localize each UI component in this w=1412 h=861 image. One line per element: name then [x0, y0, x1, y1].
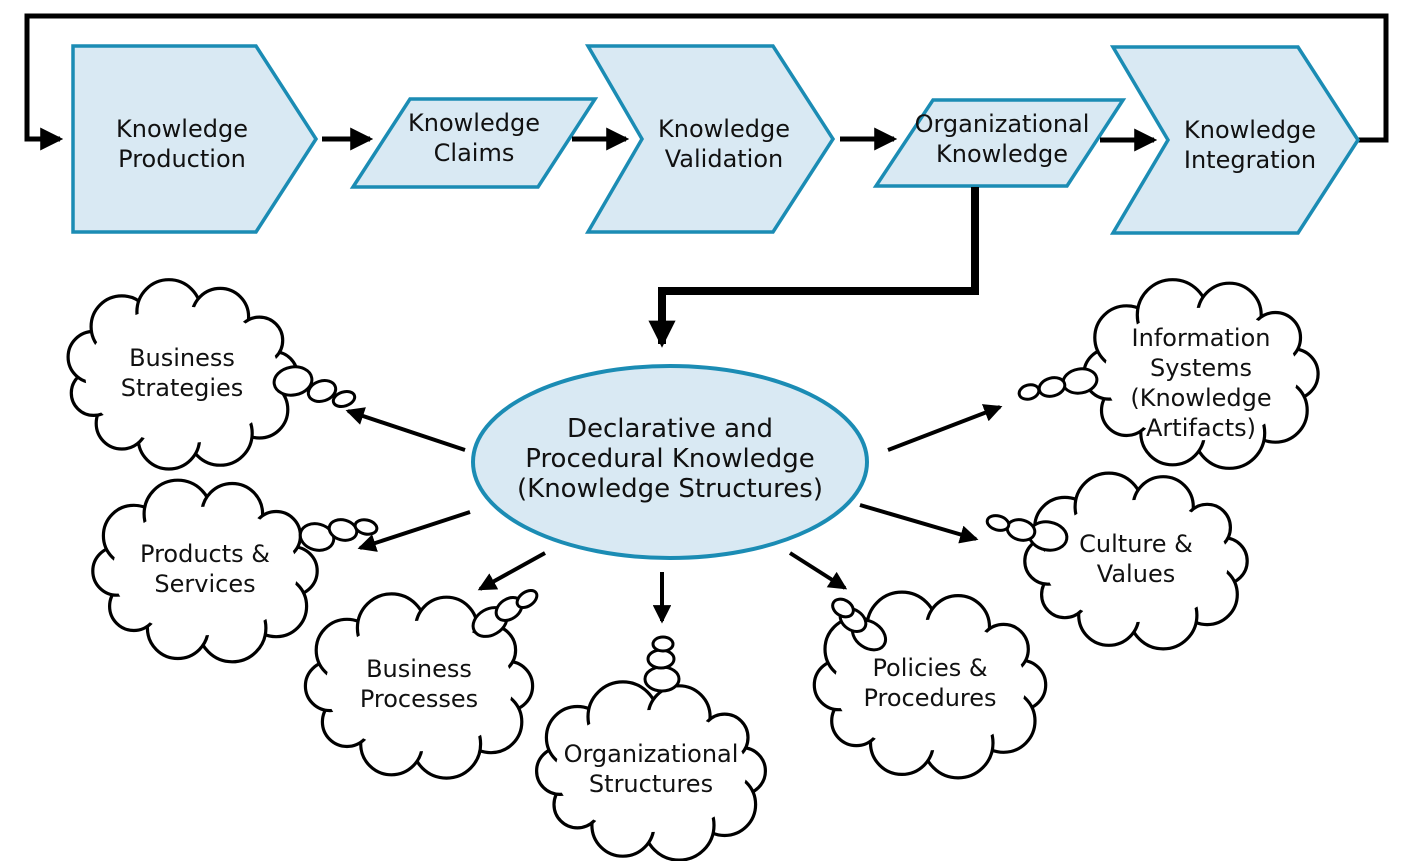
flow-step-knowledge-production: Knowledge Production	[71, 44, 319, 234]
arrow-to-products-services	[357, 510, 471, 552]
thought-bubble-trail-policies-procedures	[831, 597, 888, 652]
cloud-label-line: Artifacts)	[1146, 414, 1256, 442]
cloud-label-line: Processes	[360, 685, 478, 713]
thought-bubble-trail-organizational-structures	[643, 635, 681, 693]
cloud-label-line: Policies &	[872, 654, 987, 682]
hub-label-line: (Knowledge Structures)	[517, 474, 823, 504]
cloud-culture-values: Culture & Values	[1023, 471, 1249, 651]
hub-ellipse-shape	[471, 364, 869, 560]
parallelogram-shape	[872, 98, 1127, 188]
flow-step-label: Knowledge	[936, 140, 1068, 168]
cloud-information-systems: Information Systems (Knowledge Artifacts…	[1082, 278, 1320, 470]
flow-step-label: Validation	[665, 145, 784, 173]
cloud-label-line: Procedures	[863, 684, 996, 712]
flow-step-label: Knowledge	[408, 109, 540, 137]
hub-knowledge-structures: Declarative and Procedural Knowledge (Kn…	[471, 364, 869, 560]
pentagon-shape	[71, 44, 319, 234]
thought-bubble-trail-products-services	[298, 518, 379, 552]
cloud-label-line: Values	[1097, 560, 1175, 588]
cloud-organizational-structures: Organizational Structures	[534, 680, 767, 861]
cloud-business-processes: Business Processes	[303, 592, 535, 780]
thought-bubble-trail-culture-values	[985, 514, 1069, 552]
chevron-shape	[584, 44, 836, 234]
cloud-label-line: Products &	[140, 540, 270, 568]
arrow-to-business-processes	[477, 551, 546, 591]
hub-label-line: Procedural Knowledge	[525, 444, 815, 474]
chevron-shape	[1109, 45, 1361, 235]
flow-step-knowledge-claims: Knowledge Claims	[349, 97, 599, 189]
flow-step-label: Knowledge	[116, 115, 248, 143]
cloud-label-line: (Knowledge	[1130, 384, 1271, 412]
thought-bubble-trail-business-strategies	[272, 365, 357, 408]
feedback-loop-arrow	[24, 13, 1389, 151]
cloud-label-line: Systems	[1150, 354, 1252, 382]
cloud-label-line: Culture &	[1079, 530, 1193, 558]
cloud-label-line: Business	[129, 344, 235, 372]
thought-bubble-trail-business-processes	[471, 588, 539, 638]
arrow-to-policies-procedures	[788, 551, 848, 590]
flow-step-label: Knowledge	[1184, 116, 1316, 144]
arrow-to-culture-values	[859, 503, 979, 544]
cloud-label-line: Services	[154, 570, 255, 598]
cloud-label-line: Organizational	[564, 740, 739, 768]
cloud-label-line: Business	[366, 655, 472, 683]
cloud-label-line: Structures	[589, 770, 713, 798]
flow-step-label: Integration	[1184, 146, 1316, 174]
arrow-to-business-strategies	[345, 407, 466, 452]
flow-step-label: Production	[118, 145, 246, 173]
cloud-label-line: Information	[1132, 324, 1271, 352]
cloud-policies-procedures: Policies & Procedures	[812, 590, 1048, 780]
cloud-label-line: Strategies	[121, 374, 244, 402]
org-knowledge-to-hub-connector	[648, 187, 979, 348]
hub-label-line: Declarative and	[567, 414, 773, 444]
flow-step-knowledge-validation: Knowledge Validation	[584, 44, 836, 234]
flow-step-organizational-knowledge: Organizational Knowledge	[872, 98, 1127, 188]
cloud-business-strategies: Business Strategies	[66, 278, 299, 471]
flow-step-label: Knowledge	[658, 115, 790, 143]
flow-step-label: Claims	[434, 139, 515, 167]
parallelogram-shape	[349, 97, 599, 189]
cloud-products-services: Products & Services	[91, 478, 319, 664]
flow-step-knowledge-integration: Knowledge Integration	[1109, 45, 1361, 235]
flow-step-label: Organizational	[915, 110, 1090, 138]
arrow-to-information-systems	[887, 404, 1003, 452]
thought-bubble-trail-information-systems	[1017, 367, 1099, 401]
